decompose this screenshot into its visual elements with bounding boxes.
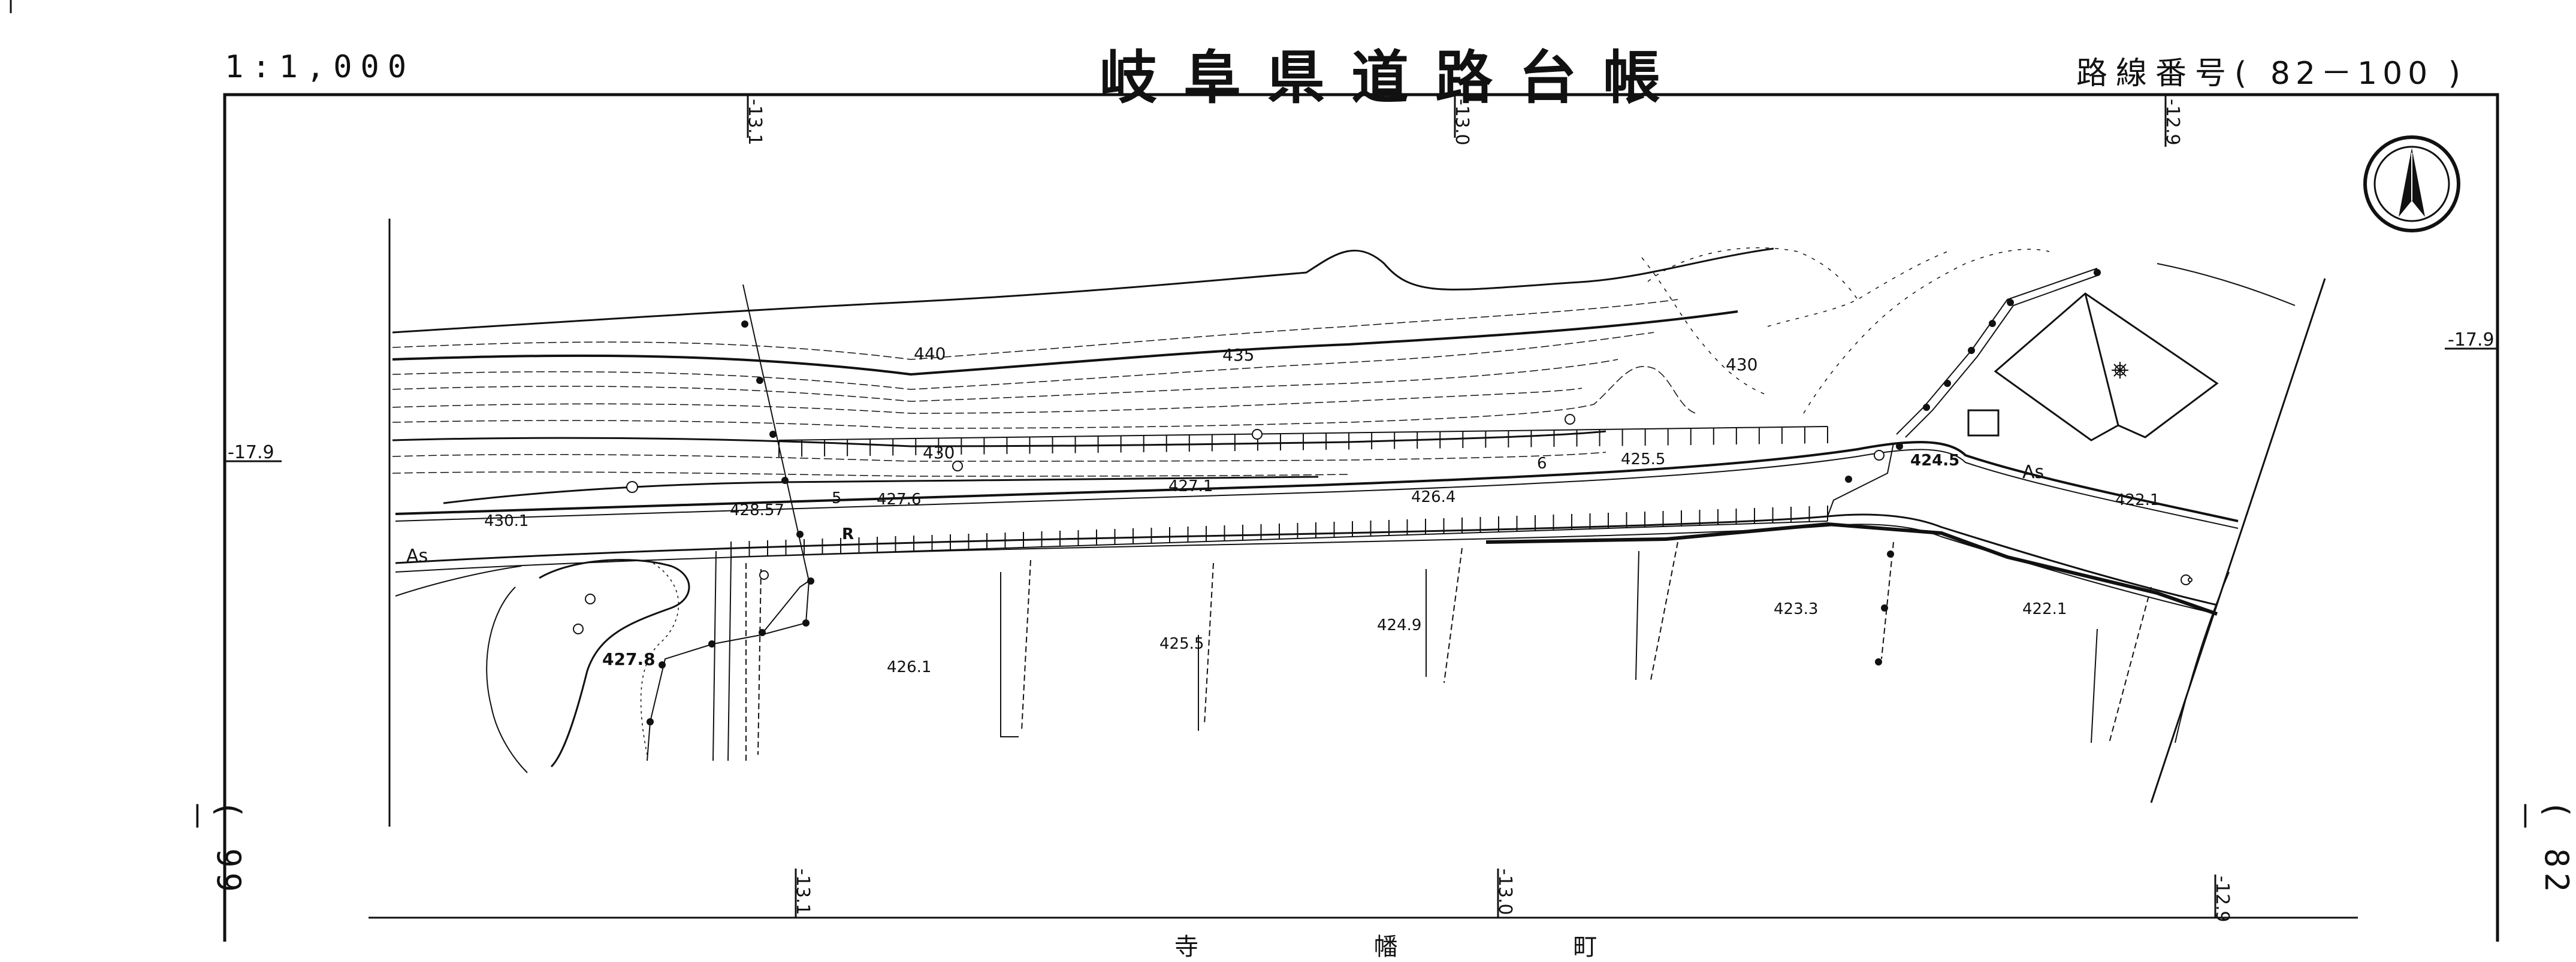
grid-label-top-3: -12.9 [2162,99,2183,146]
spot-elevation: 427.1 [1168,477,1213,495]
contour-label-440: 440 [914,344,946,364]
building-symbol-icon [2112,362,2128,379]
spot-elevation: 427.8 [602,649,656,669]
road-label-r: R [842,525,854,543]
survey-boundary [388,219,2326,827]
route-number-value: 82－100 ) [2270,56,2466,92]
grid-label-bottom-1: -13.1 [792,869,813,915]
map-frame [223,93,2499,942]
map-title: 岐阜県道路台帳 [1100,44,1687,111]
contour-label-430-upper: 430 [1726,355,1757,374]
spot-elevation: 423.3 [1774,600,1818,618]
grid-label-top-1: -13.1 [744,99,765,146]
route-number-label: 路線番号( [2076,56,2255,92]
spot-elevation: 424.5 [1910,452,1959,470]
road-slope-ticks [730,426,1828,557]
side-label-right: ( 82 － [2505,800,2575,897]
right-slope-hatch [2157,263,2296,743]
spot-elevation: 426.4 [1411,488,1455,506]
lot-slopes [745,541,2152,761]
grid-ticks [225,95,2498,918]
grid-label-bottom-2: -13.0 [1494,869,1515,915]
road-edges [395,441,2239,615]
road-label-as-right: As [2022,462,2044,483]
utility-markers [573,414,2193,634]
side-label-left: ( 99 － [177,800,247,897]
grid-label-left: -17.9 [228,442,274,463]
spot-elevation: 428.57 [730,501,784,519]
grid-label-top-2: -13.0 [1451,99,1472,146]
cul-de-sac [395,559,690,773]
north-arrow-icon [2363,135,2460,232]
map-scale: 1:1,000 [225,49,415,85]
spot-elevation: 422.1 [2022,600,2067,618]
station-label-5: 5 [832,489,842,507]
spot-elevation: 427.6 [877,491,921,509]
spot-elevation: 425.5 [1621,450,1665,468]
grid-label-right: -17.9 [2448,329,2495,350]
grid-label-bottom-3: -12.9 [2212,876,2233,922]
road-label-as-left: As [406,546,428,567]
building [1967,292,2219,441]
spot-elevation: 422.1 [2115,491,2160,509]
spot-elevation: 430.1 [484,512,529,530]
spot-elevation: 424.9 [1377,616,1421,634]
lot-outlines [712,550,2098,761]
station-label-6: 6 [1537,455,1547,473]
survey-points [647,269,2101,725]
route-number: 路線番号( 82－100 ) [2076,48,2466,93]
contour-lines [392,247,2050,504]
spot-elevation: 425.5 [1159,635,1204,653]
spot-elevation: 426.1 [887,658,931,676]
contour-label-435: 435 [1222,345,1254,365]
map-canvas: -13.1 -13.0 -12.9 -13.1 -13.0 -12.9 -17.… [10,0,2499,942]
retaining-wall [1485,522,2218,616]
